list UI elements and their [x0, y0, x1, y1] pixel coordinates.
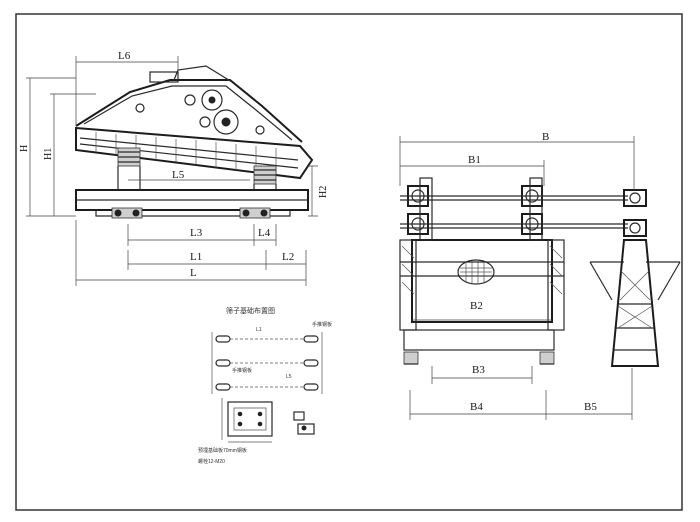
foundation-title: 筛子基础布置图: [226, 306, 275, 315]
foundation-note-1: 预埋基础板70mm钢板: [198, 447, 247, 454]
foundation-label-l1: L1: [256, 327, 262, 333]
dim-label-L2: L2: [282, 251, 294, 263]
dim-label-B4: B4: [470, 401, 483, 413]
dim-label-L5: L5: [172, 169, 185, 181]
foundation-plan: 筛子基础布置图 手推钢板 L1 手推钢板 L5: [198, 306, 332, 465]
plate-detail: [221, 398, 315, 443]
end-body: [411, 239, 553, 323]
dim-label-H1: H1: [43, 148, 54, 160]
dim-label-L4: L4: [258, 227, 271, 239]
drawing-frame: [15, 13, 683, 511]
anchor-slots: [211, 332, 323, 394]
screen-mesh: [457, 259, 495, 285]
end-dimensions: B B1 B2 B3 B4 B5: [399, 131, 635, 420]
dim-label-H2: H2: [318, 186, 329, 198]
dim-label-H: H: [19, 145, 30, 152]
dim-label-B: B: [542, 131, 549, 143]
dim-label-L3: L3: [190, 227, 203, 239]
dim-label-B5: B5: [584, 401, 597, 413]
foundation-note-2: 螺栓12-M20: [198, 458, 225, 465]
drive-motors: [623, 189, 647, 237]
screen-deck: [75, 126, 314, 180]
dim-label-L1: L1: [190, 251, 202, 263]
foundation-label-top-right: 手推钢板: [312, 321, 332, 328]
dim-label-B2: B2: [470, 300, 483, 312]
vibrator-motors: [407, 177, 543, 241]
exciter-gear-1: [201, 89, 223, 111]
side-springs: [117, 147, 277, 190]
shafts: [400, 195, 628, 229]
side-view: L6 H H1 H2 L5 L3 L4 L1 L2 L: [19, 50, 329, 286]
foundation-label-mid: 手推钢板: [232, 367, 252, 374]
dim-label-B3: B3: [472, 364, 485, 376]
dim-label-L: L: [190, 267, 197, 279]
end-springs: [403, 329, 555, 365]
end-view: B B1 B2 B3 B4 B5: [399, 131, 681, 420]
dim-label-L6: L6: [118, 50, 131, 62]
dim-label-B1: B1: [468, 154, 481, 166]
upper-housing: [75, 65, 303, 143]
exciter-gear-2: [213, 109, 239, 135]
side-dimensions: L6 H H1 H2 L5 L3 L4 L1 L2 L: [19, 50, 329, 286]
motor-stand: [589, 239, 681, 367]
base-feet: [111, 207, 271, 219]
foundation-label-l5: L5: [286, 374, 292, 380]
